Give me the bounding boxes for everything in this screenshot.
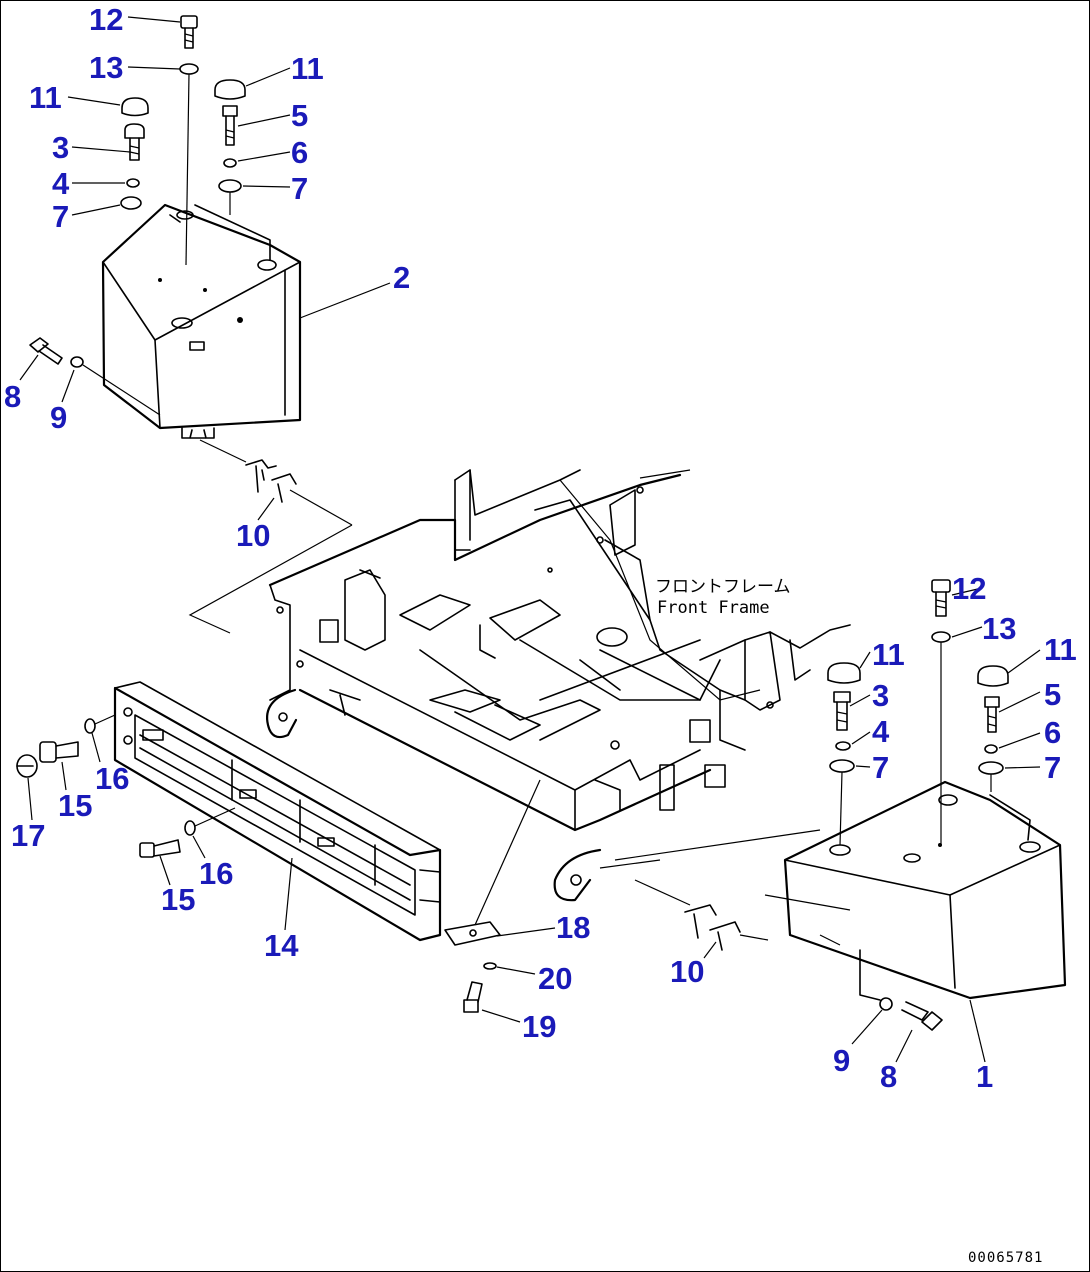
callout-20: 20 — [538, 961, 572, 996]
front-guard-14 — [113, 681, 442, 942]
bolt-12-lower — [931, 579, 951, 617]
callout-10-lower: 10 — [670, 954, 704, 989]
callout-10-upper: 10 — [236, 518, 270, 553]
callout-6-upper: 6 — [291, 135, 308, 170]
callout-7-lower-left: 7 — [872, 750, 889, 785]
washer-4-upper — [126, 178, 140, 188]
bolt-12-upper — [180, 15, 198, 49]
washer-7-lower-left — [829, 759, 855, 773]
callout-15-lower: 15 — [161, 882, 195, 917]
callout-3-lower: 3 — [872, 678, 889, 713]
washer-13-lower — [931, 631, 951, 643]
washer-6-upper — [223, 158, 237, 168]
frame-label-en: Front Frame — [657, 598, 770, 618]
callout-8-right: 8 — [880, 1059, 897, 1094]
callout-8-left: 8 — [4, 379, 21, 414]
washer-6-lower — [984, 744, 998, 754]
washer-7-lower-right — [978, 761, 1004, 775]
callout-7-lower-right: 7 — [1044, 750, 1061, 785]
bracket-10-upper — [199, 439, 353, 526]
callout-1: 1 — [976, 1059, 993, 1094]
frame-label-jp: フロントフレーム — [655, 577, 791, 597]
callout-2: 2 — [393, 260, 410, 295]
callout-13-upper: 13 — [89, 50, 123, 85]
washer-4-lower — [835, 741, 851, 751]
callout-11-upper-right: 11 — [291, 51, 324, 86]
washer-7-upper-left — [120, 196, 142, 210]
callout-5-lower: 5 — [1044, 677, 1061, 712]
bracket-10-lower — [634, 879, 769, 951]
callout-14: 14 — [264, 928, 299, 963]
callout-11-upper-left: 11 — [29, 80, 62, 115]
callout-9-right: 9 — [833, 1043, 850, 1078]
callout-4-lower: 4 — [872, 714, 890, 749]
callout-18: 18 — [556, 910, 590, 945]
bolt-5-upper — [222, 105, 238, 146]
bolt-8-right — [901, 1001, 943, 1031]
callout-12-upper: 12 — [89, 2, 123, 37]
callout-12-lower: 12 — [952, 571, 986, 606]
callout-16-upper: 16 — [95, 761, 129, 796]
washer-16-upper — [84, 718, 96, 734]
front-frame — [188, 469, 851, 902]
callout-11-lower-left: 11 — [872, 637, 905, 672]
cap-11-lower-right — [977, 665, 1009, 687]
callouts: 12 13 11 11 5 3 6 4 7 7 2 8 9 10 12 13 1… — [4, 2, 1077, 1094]
bolt-8-left — [29, 337, 63, 365]
callout-7-upper-left: 7 — [52, 199, 69, 234]
bolt-19 — [463, 981, 483, 1013]
cap-11-upper-left — [121, 97, 149, 117]
leader-lines — [19, 16, 1041, 1063]
washer-9-left — [70, 356, 84, 368]
washer-7-upper-right — [218, 179, 242, 193]
bolt-15-upper — [39, 741, 79, 763]
callout-3-upper: 3 — [52, 130, 69, 165]
washer-13-upper — [179, 63, 199, 75]
washer-16-lower — [184, 820, 196, 836]
cap-17 — [16, 754, 38, 778]
callout-6-lower: 6 — [1044, 715, 1061, 750]
drawing-number: 00065781 — [968, 1250, 1043, 1266]
counterweight-right — [764, 780, 1067, 1001]
washer-20 — [483, 962, 497, 970]
callout-4-upper: 4 — [52, 166, 70, 201]
callout-11-lower-right: 11 — [1044, 632, 1077, 667]
washer-9-right — [879, 997, 893, 1011]
callout-5-upper: 5 — [291, 98, 308, 133]
counterweight-left — [101, 203, 302, 439]
callout-9-left: 9 — [50, 400, 67, 435]
callout-17: 17 — [11, 818, 45, 853]
bolt-15-lower — [139, 839, 181, 858]
callout-15-upper: 15 — [58, 788, 92, 823]
callout-13-lower: 13 — [982, 611, 1016, 646]
cap-11-lower-left — [827, 662, 861, 684]
cap-11-upper-right — [214, 79, 246, 100]
bolt-5-lower — [984, 696, 1000, 733]
callout-19: 19 — [522, 1009, 556, 1044]
bolt-3-lower — [833, 691, 851, 731]
bolt-3-upper — [124, 123, 145, 161]
callout-16-lower: 16 — [199, 856, 233, 891]
callout-7-upper-right: 7 — [291, 171, 308, 206]
